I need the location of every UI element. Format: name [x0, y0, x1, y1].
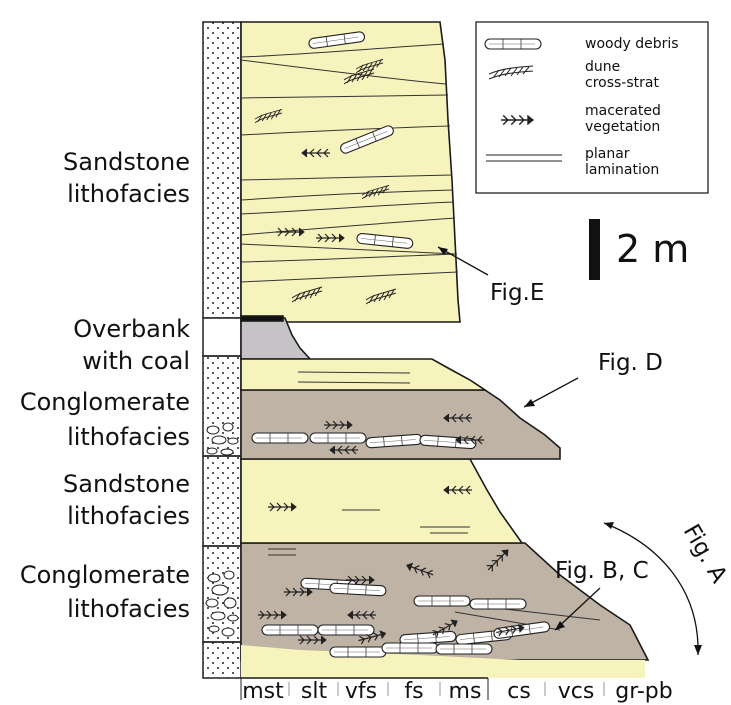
label-conglomerate-upper-2: lithofacies: [67, 423, 190, 451]
legend-dune-label-2: cross-strat: [585, 75, 659, 91]
label-sandstone-top-1: Sandstone: [63, 148, 190, 176]
scale-bar: 2 m: [589, 219, 689, 280]
arrow-fig-e: [437, 246, 489, 276]
arrow-fig-a: [603, 522, 699, 656]
overbank-shale: [240, 317, 312, 360]
arrow-fig-d: [523, 377, 579, 408]
arrow-fig-bc: [554, 587, 601, 631]
axis-label-ms: ms: [449, 679, 482, 704]
fig-e-label: Fig.E: [490, 280, 544, 306]
coal-seam: [240, 315, 284, 322]
scale-bar-label: 2 m: [616, 227, 689, 271]
conglomerate-bed-upper: [240, 389, 561, 460]
legend-macerated-label-2: vegetation: [585, 119, 660, 135]
axis-label-slt: slt: [301, 679, 328, 704]
axis-label-cs: cs: [507, 679, 531, 704]
facies-labels: Sandstone lithofacies Overbank with coal…: [20, 148, 190, 623]
label-conglomerate-lower-1: Conglomerate: [20, 561, 190, 589]
scale-bar-rect: [589, 219, 600, 280]
legend-planar-label-1: planar: [585, 146, 630, 162]
label-overbank-1: Overbank: [73, 315, 190, 343]
legend-box: [475, 21, 709, 194]
label-overbank-2: with coal: [82, 347, 190, 375]
axis-label-vfs: vfs: [345, 679, 377, 704]
legend-woody-symbol: [484, 38, 542, 50]
axis-label-mst: mst: [242, 679, 284, 704]
axis-label-fs: fs: [404, 679, 423, 704]
legend: woody debris dune cross-strat macerated …: [475, 21, 709, 194]
label-sandstone-mid-1: Sandstone: [63, 470, 190, 498]
fig-a-label: Fig. A: [678, 520, 731, 588]
fig-d-label: Fig. D: [598, 350, 663, 376]
lithology-column: [202, 21, 242, 679]
legend-planar-label-2: lamination: [585, 162, 659, 178]
internal-bedding: [240, 43, 601, 631]
label-sandstone-mid-2: lithofacies: [67, 502, 190, 530]
legend-dune-label-1: dune: [585, 59, 620, 75]
label-conglomerate-upper-1: Conglomerate: [20, 388, 190, 416]
legend-woody-label: woody debris: [585, 36, 679, 52]
axis-label-gr-pb: gr-pb: [615, 679, 672, 704]
label-conglomerate-lower-2: lithofacies: [67, 595, 190, 623]
legend-macerated-label-1: macerated: [585, 103, 661, 119]
legend-planar-symbol: [486, 154, 562, 162]
fig-bc-label: Fig. B, C: [555, 558, 649, 584]
label-sandstone-top-2: lithofacies: [67, 180, 190, 208]
axis-label-vcs: vcs: [558, 679, 595, 704]
sandstone-bed-mid: [240, 458, 524, 544]
legend-dune-symbol: [488, 65, 534, 80]
sandstone-bed-thin: [240, 358, 488, 391]
